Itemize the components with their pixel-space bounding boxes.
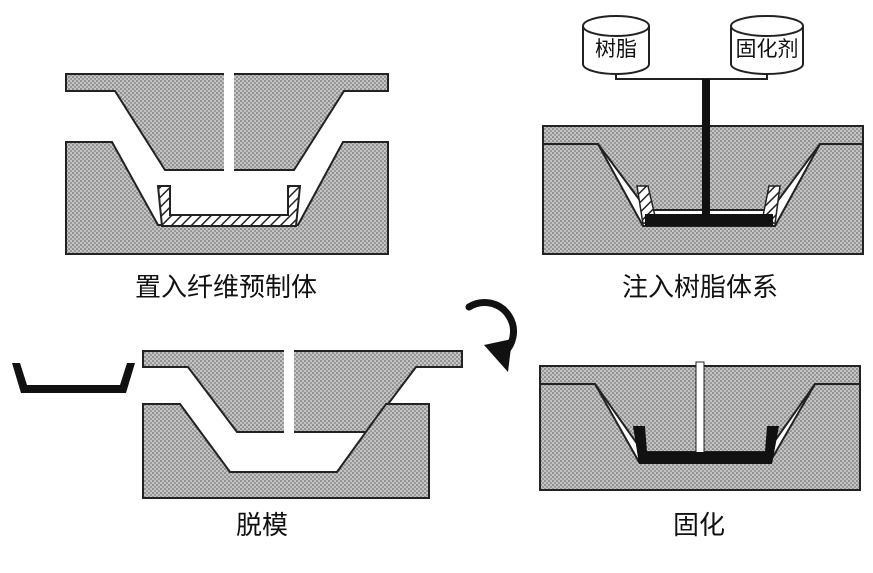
lower-mold <box>539 383 861 491</box>
resin-drum-label: 树脂 <box>595 37 637 61</box>
feed-line <box>615 73 768 80</box>
lower-mold <box>65 141 389 255</box>
step-caption-inject-resin: 注入树脂体系 <box>622 273 778 303</box>
circular-arrow-icon <box>465 299 517 372</box>
panel-inject-resin: 树脂 固化剂 注入树脂体系 <box>542 15 864 303</box>
injection-line <box>702 79 710 226</box>
fiber-preform <box>156 185 302 227</box>
resin-drum: 树脂 <box>582 15 650 75</box>
lower-mold <box>142 403 430 499</box>
lower-mold <box>542 143 864 255</box>
step-caption-cure: 固化 <box>673 511 725 541</box>
step-caption-demold: 脱模 <box>236 511 288 541</box>
hardener-drum-label: 固化剂 <box>736 37 799 61</box>
hardener-drum: 固化剂 <box>730 15 804 75</box>
step-caption-place-preform: 置入纤维预制体 <box>135 273 317 303</box>
panel-demold: 脱模 <box>12 347 463 541</box>
panel-place-preform: 置入纤维预制体 <box>65 70 389 303</box>
gate-slot <box>224 70 234 172</box>
gate-slot <box>695 361 705 455</box>
panel-cure: 固化 <box>539 361 861 541</box>
gate-slot <box>284 347 294 434</box>
demolded-part <box>12 363 135 393</box>
cured-part <box>633 426 779 464</box>
